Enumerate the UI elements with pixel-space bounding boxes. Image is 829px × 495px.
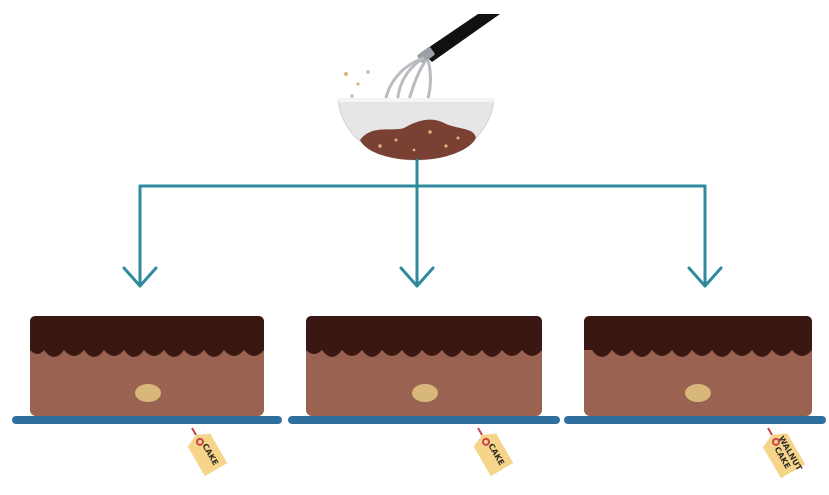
price-tag-icon: CAKE: [467, 422, 514, 477]
cake-2: CAKE: [288, 316, 560, 476]
cake-3: WALNUT CAKE: [564, 316, 826, 481]
cake-icing: [30, 316, 264, 357]
walnut-icon: [412, 384, 438, 402]
whisk-in-bowl-icon: [338, 14, 500, 160]
cake-plate: [288, 416, 560, 424]
cake-plate: [564, 416, 826, 424]
walnut-icon: [135, 384, 161, 402]
bowl-rim: [338, 98, 494, 102]
price-tag-icon: CAKE: [181, 422, 228, 477]
cake-icing: [584, 316, 812, 357]
cake-plate: [12, 416, 282, 424]
flow-arrows: [124, 160, 721, 286]
walnut-icon: [685, 384, 711, 402]
price-tag-icon: WALNUT CAKE: [756, 421, 807, 481]
cake-1: CAKE: [12, 316, 282, 476]
